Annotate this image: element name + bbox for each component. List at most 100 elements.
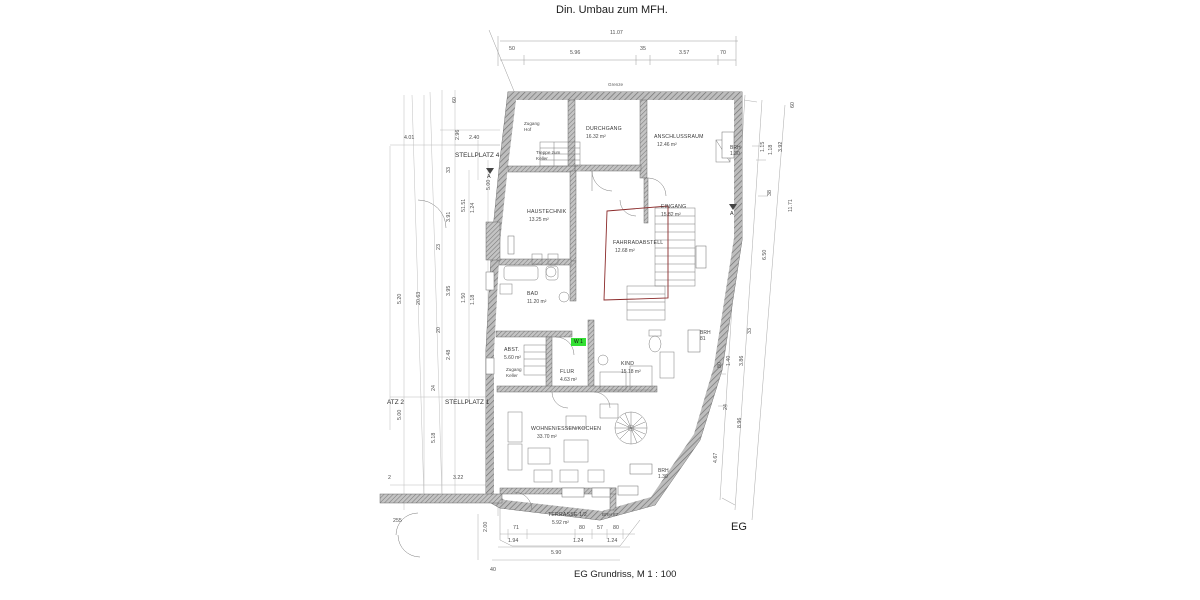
haustechnik-fixtures — [531, 253, 559, 265]
floor-label-eg: EG — [731, 521, 747, 533]
room-label-bad: BAD — [527, 291, 539, 297]
dimension-v-5-00-top: 5.00 — [486, 179, 492, 190]
room-area-bad: 11.20 m² — [527, 299, 547, 305]
dimension-v-3-95: 3.95 — [446, 285, 452, 296]
dimension-v-1-18: 1.18 — [470, 294, 476, 305]
dimension-r-3-92: 3.92 — [778, 141, 784, 152]
dimension-r-38: 38 — [767, 190, 773, 196]
dimension-v-20-63: 20.63 — [416, 291, 422, 305]
room-area-flur: 4.63 m² — [560, 377, 577, 383]
dimension-r-11-71: 11.71 — [788, 199, 794, 212]
wc-fixtures — [648, 329, 662, 353]
room-label-wohnen-essen-kochen: WOHNEN/ESSEN/KOCHEN — [531, 426, 602, 432]
kind-furniture — [597, 351, 675, 391]
room-area-fahrradabstell: 12.68 m² — [615, 248, 635, 254]
highlighted-room-outline — [603, 205, 669, 301]
dimension-v-1-50: 1.50 — [461, 292, 467, 303]
dimension-lines-top — [488, 29, 738, 97]
dimension-v-2-96: 2.96 — [455, 129, 461, 140]
stairs-and-fixtures — [499, 139, 731, 483]
dimension-v-51-51: 51.51 — [461, 198, 467, 212]
dimension-b-1-24-right: 1.24 — [607, 538, 618, 544]
room-label-abst: ABST. — [504, 347, 520, 353]
dimension-r-4-67: 4.67 — [713, 452, 719, 463]
internal-stair-flur — [523, 344, 547, 376]
dimension-v-20: 20 — [436, 327, 442, 333]
bath-fixtures — [499, 265, 570, 303]
dimension-v-2-00: 2.00 — [483, 521, 489, 532]
dimension-b-80-right: 80 — [613, 525, 619, 531]
dimension-left-255: 255 — [393, 518, 402, 524]
dimension-r-24: 24 — [723, 404, 729, 410]
unit-tag-w1: W 1 — [571, 338, 586, 346]
dimension-total-top: 11.07 — [610, 30, 623, 36]
room-area-anschlussraum: 12.46 m² — [657, 142, 677, 148]
dimension-v-5-20: 5.20 — [397, 293, 403, 304]
annotation-treppe-zum-keller: Treppe zum Keller — [536, 150, 561, 161]
windows — [485, 131, 735, 498]
left-plot-lines — [411, 91, 443, 501]
room-label-flur: FLUR — [560, 369, 575, 375]
dimension-b-57: 57 — [597, 525, 603, 531]
dimension-top-1: 50 — [509, 46, 515, 52]
drawing-caption: EG Grundriss, M 1 : 100 — [574, 569, 677, 580]
room-label-haustechnik: HAUSTECHNIK — [527, 209, 567, 215]
room-label-eingang: EINGANG — [661, 204, 687, 210]
dimension-r-33: 33 — [747, 328, 753, 334]
dimension-top-4: 3.57 — [679, 50, 690, 56]
dimension-left-2: 2 — [388, 475, 391, 481]
dimension-b-80-left: 80 — [579, 525, 585, 531]
dimension-v-24: 24 — [431, 385, 437, 391]
room-area-wohnen-essen-kochen: 33.70 m² — [537, 434, 557, 440]
room-area-kind: 15.18 m² — [621, 369, 641, 375]
dimension-v-5-18: 5.18 — [431, 432, 437, 443]
section-mark-a-left: A — [487, 174, 491, 180]
room-area-durchgang: 16.32 m² — [586, 134, 606, 140]
annotation-zugang-keller: Zugang Keller — [506, 367, 522, 378]
room-area-abst: 5.60 m² — [504, 355, 521, 361]
page-title: Din. Umbau zum MFH. — [556, 4, 668, 16]
dimension-v-3-91: 3.91 — [446, 211, 452, 222]
dimension-left-3-22: 3.22 — [453, 475, 464, 481]
dimension-r-60: 60 — [790, 102, 796, 108]
dimension-b-1-94: 1.94 — [508, 538, 519, 544]
dimension-v-2-48: 2.48 — [446, 349, 452, 360]
dimension-v-33: 33 — [446, 167, 452, 173]
dimension-left-4-01: 4.01 — [404, 135, 415, 141]
boundary-label: Grenze — [608, 82, 624, 87]
room-area-terrasse: 5.92 m² — [552, 520, 569, 526]
dimension-r-8-96: 8.96 — [737, 417, 743, 428]
dimension-r-1-15: 1.15 — [760, 141, 766, 152]
dimension-r-1-40: 1.40 — [726, 355, 732, 366]
brh-label-2: BRH 81 — [700, 330, 711, 342]
terrace-outline — [499, 508, 641, 547]
dimension-v-5-00-bottom: 5.00 — [397, 409, 403, 420]
room-label-durchgang: DURCHGANG — [586, 126, 622, 132]
dimension-v-23: 23 — [436, 244, 442, 250]
bottom-dimension-lines — [477, 504, 635, 561]
section-mark-a-right: A — [730, 211, 734, 217]
room-label-anschlussraum: ANSCHLUSSRAUM — [654, 134, 704, 140]
dimension-b-71: 71 — [513, 525, 519, 531]
dimension-r-3-86: 3.86 — [739, 355, 745, 366]
interior-walls — [379, 99, 658, 511]
cellar-stair — [539, 141, 581, 167]
parking-label-stellplatz-1: STELLPLATZ 1 — [445, 399, 490, 406]
parking-label-stellplatz-4: STELLPLATZ 4 — [455, 152, 500, 159]
dimension-r-1-18: 1.18 — [768, 144, 774, 155]
spiral-stair — [614, 411, 648, 445]
room-area-haustechnik: 13.25 m² — [529, 217, 549, 223]
dimension-v-1-24: 1.24 — [470, 202, 476, 213]
dimension-top-2: 5.96 — [570, 50, 581, 56]
dimension-v-60: 60 — [452, 97, 458, 103]
dimension-b-1-24-left: 1.24 — [573, 538, 584, 544]
dimension-r-6-50: 6.50 — [762, 249, 768, 260]
parking-label-stellplatz-2: ATZ 2 — [387, 399, 404, 406]
exterior-walls — [485, 91, 743, 521]
dimension-top-3: 35 — [640, 46, 646, 52]
room-label-fahrradabstell: FAHRRADABSTELL — [613, 240, 664, 246]
annotation-brh-87: BRH 87 — [602, 512, 619, 517]
room-label-kind: KIND — [621, 361, 635, 367]
room-label-terrasse: TERRASSE 1/2 — [548, 512, 588, 518]
